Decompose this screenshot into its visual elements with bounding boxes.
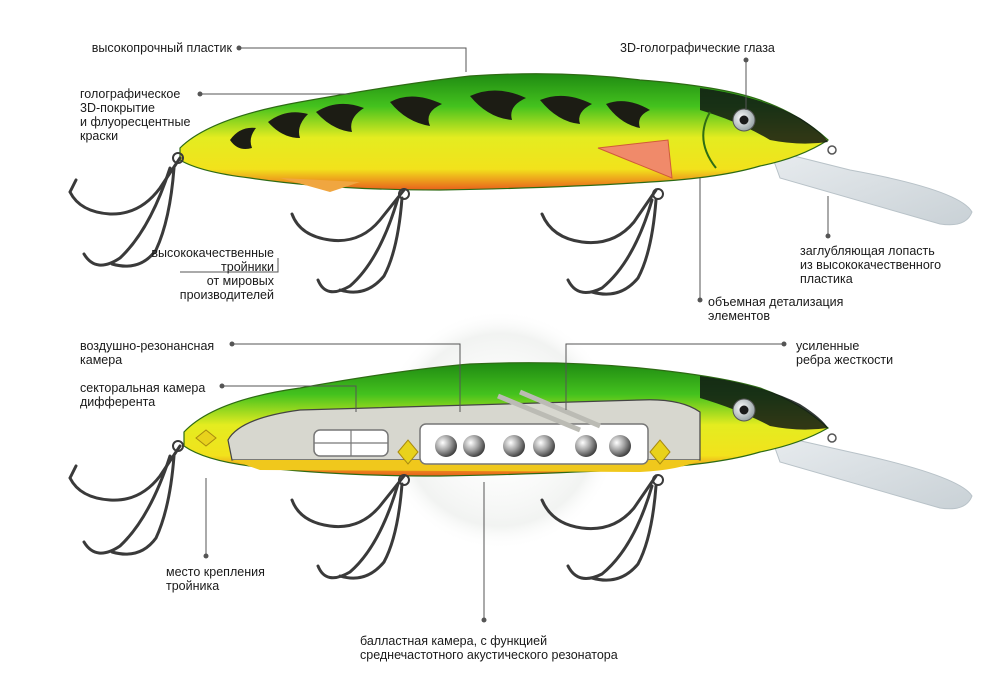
mount-tail bbox=[195, 429, 217, 447]
label-stiffening-ribs: усиленные ребра жесткости bbox=[796, 339, 894, 367]
label-holographic-coating: голографическое 3D-покрытие и флуоресцен… bbox=[80, 87, 191, 143]
top-pectoral-fin bbox=[597, 139, 673, 179]
top-head bbox=[700, 88, 828, 144]
stiffening-ribs bbox=[497, 389, 601, 433]
label-diving-lip: заглубляющая лопасть из высококачественн… bbox=[800, 244, 942, 286]
bottom-hooks bbox=[68, 440, 664, 582]
top-hooks bbox=[68, 152, 664, 296]
label-holographic-eyes: 3D-голографические глаза bbox=[620, 41, 775, 55]
leader-lines bbox=[180, 47, 829, 620]
top-eye-pupil bbox=[739, 115, 749, 125]
label-quality-trebles: высококачественные тройники от мировых п… bbox=[151, 246, 274, 302]
label-hook-mount: место крепления тройника bbox=[166, 565, 265, 593]
label-ballast-chamber: балластная камера, с функцией среднечаст… bbox=[360, 634, 618, 662]
top-lure bbox=[68, 73, 973, 296]
bottom-lure bbox=[68, 362, 973, 582]
label-trim-chamber: секторальная камера дифферента bbox=[80, 381, 206, 409]
ballast-balls bbox=[435, 435, 631, 457]
label-air-chamber: воздушно-резонансная камера bbox=[80, 339, 215, 367]
top-stripes bbox=[230, 90, 650, 149]
label-volume-detail: объемная детализация элементов bbox=[708, 295, 844, 323]
bottom-line-tie bbox=[827, 433, 837, 443]
top-belly-fin bbox=[280, 178, 360, 192]
top-line-tie bbox=[827, 145, 837, 155]
label-high-strength-plastic: высокопрочный пластик bbox=[91, 41, 232, 55]
bottom-diving-lip bbox=[769, 433, 973, 510]
bottom-head bbox=[700, 376, 828, 430]
mount-front bbox=[397, 439, 419, 465]
mount-rear bbox=[649, 439, 671, 465]
bottom-eye-pupil bbox=[739, 405, 749, 415]
top-diving-lip bbox=[769, 149, 973, 226]
leader-dots bbox=[197, 45, 831, 623]
top-gill bbox=[702, 111, 717, 169]
